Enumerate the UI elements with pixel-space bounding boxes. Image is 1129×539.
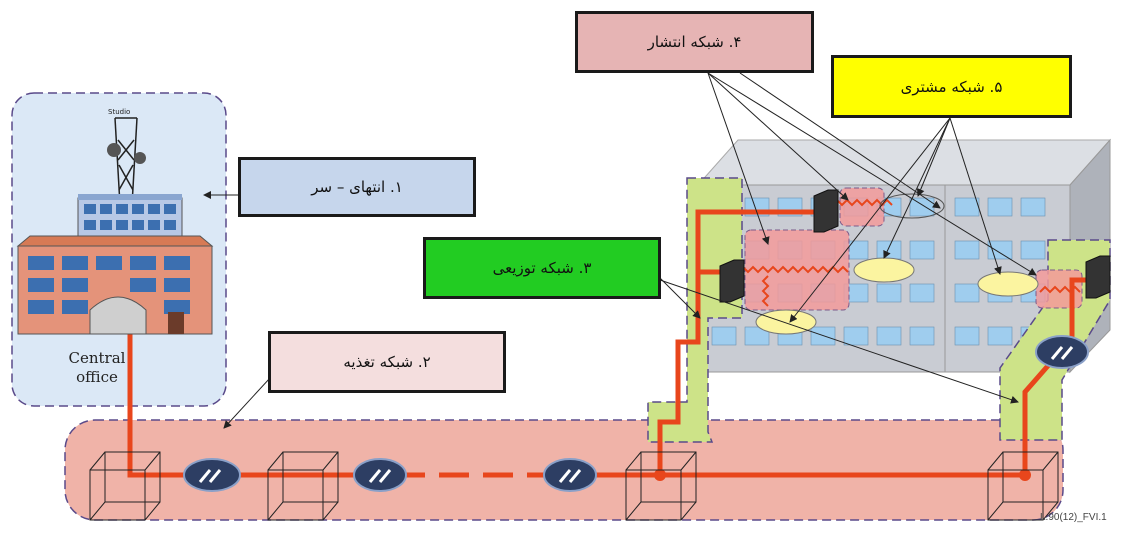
fiber-joint [1019,469,1031,481]
central-office-icon: Studio [16,108,214,335]
feeder-network-label: ۲. شبکه تغذیه [268,331,506,393]
drop-zone-top [839,187,885,227]
splitter-icon [543,458,597,492]
dissemination-network-label: ۴. شبکه انتشار [575,11,814,73]
central-office-line2: office [76,368,118,386]
distribution-network-label: ۳. شبکه توزیعی [423,237,661,299]
distribution-zone-left [647,177,743,443]
feeder-network-text: ۲. شبکه تغذیه [343,353,431,371]
splitter-icon [183,458,241,492]
tower-sign: Studio [108,108,130,116]
figure-id: L.90(12)_FVI.1 [1040,512,1107,523]
customer-network-label: ۵. شبکه مشتری [831,55,1072,118]
customer-ellipse-outline [879,193,945,219]
fiber-joint [654,469,666,481]
dissemination-network-text: ۴. شبکه انتشار [647,33,742,51]
central-office-caption: Central office [52,349,142,387]
network-terminal-icon [719,189,1111,303]
head-end-label: ۱. انتهای – سر [238,157,476,217]
pointer-lines [203,72,1037,429]
head-end-text: ۱. انتهای – سر [311,178,403,196]
customer-network-text: ۵. شبکه مشتری [900,77,1003,96]
handholes [89,451,1059,521]
splitter-icon [1035,335,1089,369]
central-office-line1: Central [68,349,126,367]
splitter-icon [353,458,407,492]
distribution-network-text: ۳. شبکه توزیعی [492,259,592,277]
